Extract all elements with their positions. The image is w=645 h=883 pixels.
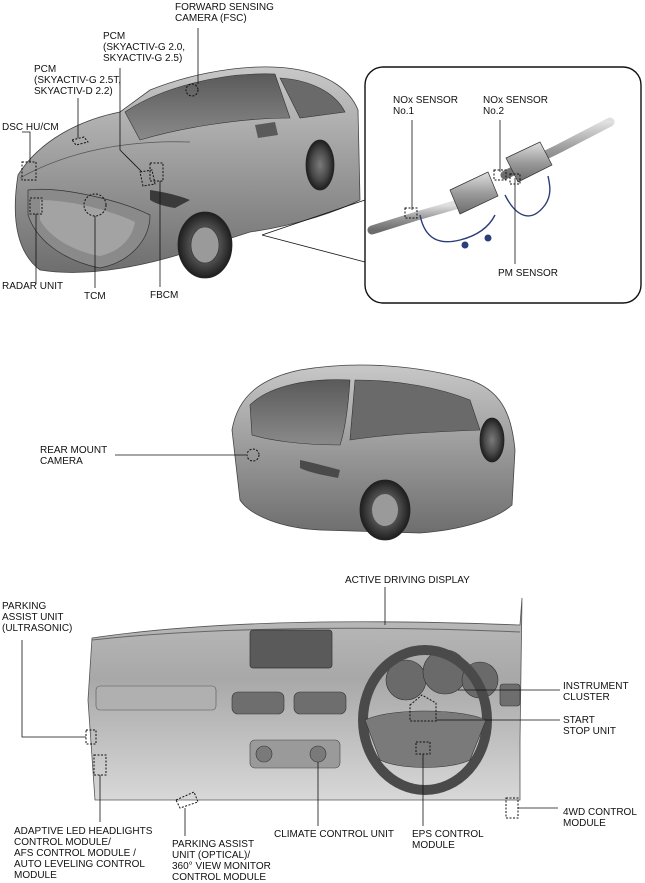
dashboard-illustration bbox=[87, 597, 523, 801]
fbcm-marker bbox=[149, 162, 164, 182]
label-climate: CLIMATE CONTROL UNIT bbox=[274, 829, 395, 840]
rear-car-illustration bbox=[231, 364, 516, 541]
label-start-stop: START STOP UNIT bbox=[563, 715, 616, 737]
label-fbcm: FBCM bbox=[150, 290, 179, 301]
label-parking-optical: PARKING ASSIST UNIT (OPTICAL)/ 360° VIEW… bbox=[172, 839, 271, 883]
label-pm: PM SENSOR bbox=[498, 268, 559, 279]
dsc-marker bbox=[21, 161, 37, 181]
label-parking-ultrasonic: PARKING ASSIST UNIT (ULTRASONIC) bbox=[2, 601, 73, 634]
front-car-markers bbox=[21, 83, 199, 217]
label-pcm-g: PCM (SKYACTIV-G 2.0, SKYACTIV-G 2.5) bbox=[103, 31, 186, 64]
parking-ultrasonic-marker bbox=[85, 729, 97, 745]
label-awd: 4WD CONTROL MODULE bbox=[563, 807, 637, 829]
rear-camera-marker bbox=[115, 448, 260, 462]
label-dsc: DSC HU/CM bbox=[2, 122, 59, 133]
label-nox2: NOx SENSOR No.2 bbox=[483, 95, 549, 117]
tcm-marker bbox=[83, 193, 107, 217]
fsc-marker bbox=[185, 83, 199, 97]
label-radar: RADAR UNIT bbox=[2, 281, 64, 292]
pcm-t-marker bbox=[71, 136, 89, 146]
front-car-illustration bbox=[14, 66, 361, 279]
label-cluster: INSTRUMENT CLUSTER bbox=[563, 681, 629, 703]
exhaust-inset bbox=[261, 66, 642, 304]
front-car-leaders bbox=[22, 28, 199, 288]
label-rear-camera: REAR MOUNT CAMERA bbox=[40, 445, 108, 467]
exhaust-markers bbox=[404, 169, 521, 219]
label-pcm-t: PCM (SKYACTIV-G 2.5T, SKYACTIV-D 2.2) bbox=[34, 64, 122, 97]
label-nox1: NOx SENSOR No.1 bbox=[393, 95, 459, 117]
label-eps: EPS CONTROL MODULE bbox=[412, 829, 484, 851]
awd-marker bbox=[505, 797, 519, 819]
dashboard-leaders bbox=[21, 587, 560, 836]
label-add: ACTIVE DRIVING DISPLAY bbox=[345, 575, 470, 586]
label-headlights: ADAPTIVE LED HEADLIGHTS CONTROL MODULE/ … bbox=[14, 826, 153, 881]
start-stop-marker bbox=[409, 694, 437, 722]
pcm-g-marker bbox=[139, 169, 156, 187]
exhaust-leaders bbox=[411, 120, 516, 264]
label-fsc: FORWARD SENSING CAMERA (FSC) bbox=[175, 2, 274, 24]
label-tcm: TCM bbox=[84, 291, 106, 302]
headlights-marker bbox=[93, 754, 107, 776]
